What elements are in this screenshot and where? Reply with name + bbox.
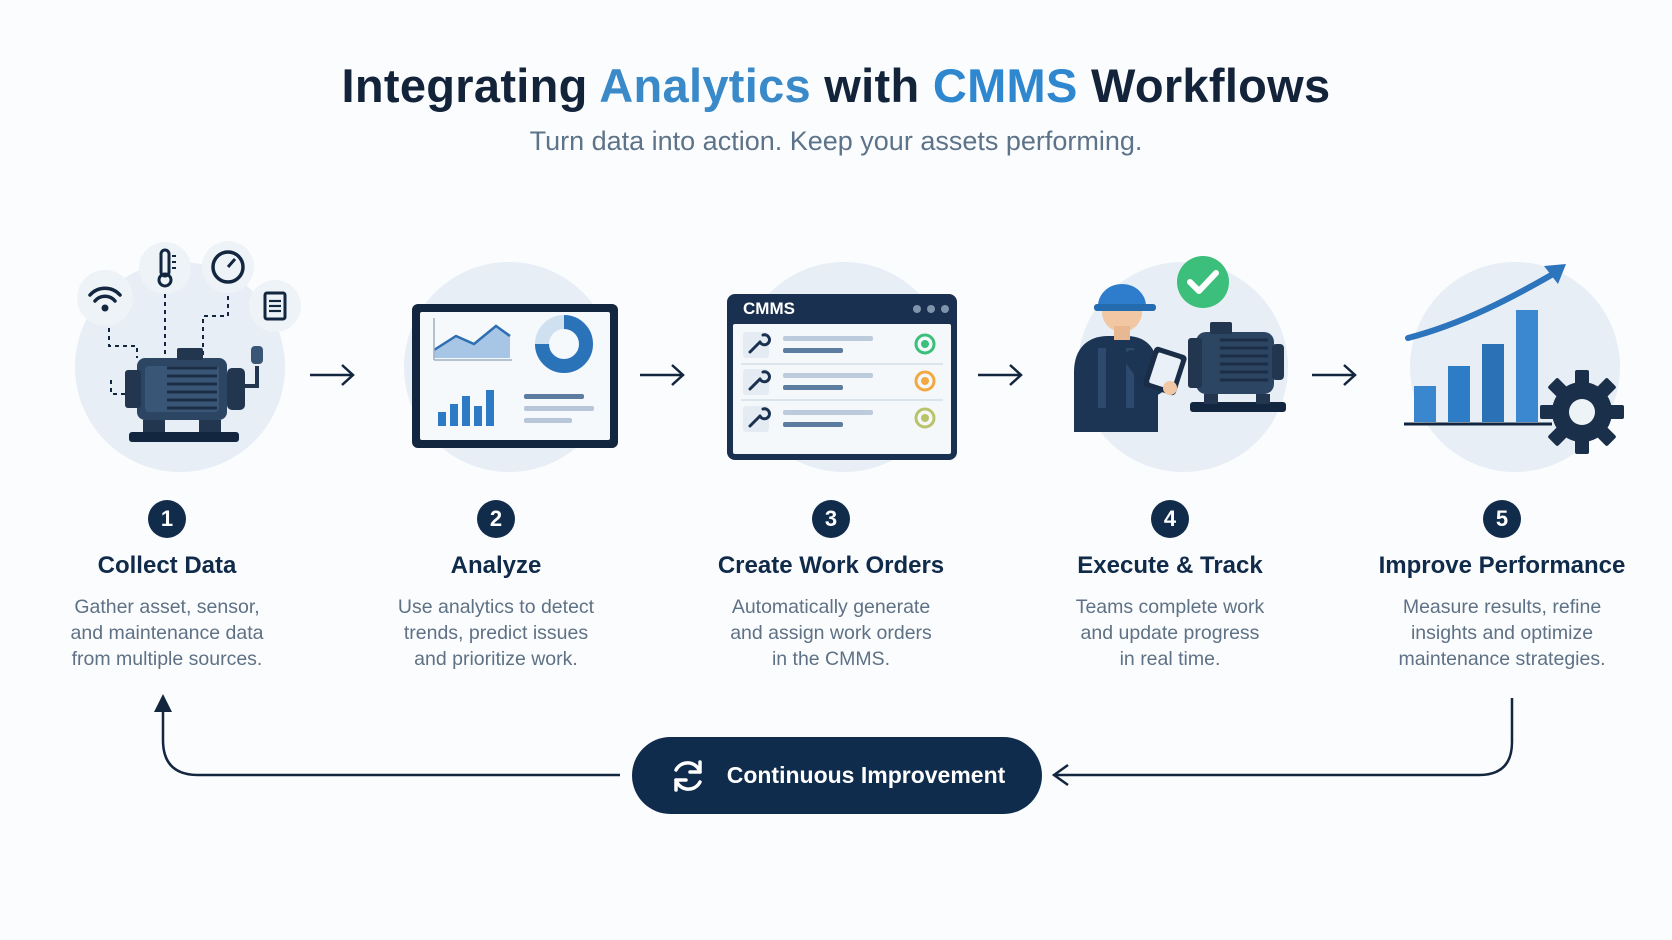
step-description: Teams complete work and update progress … <box>1020 594 1320 672</box>
step-description-line: trends, predict issues <box>403 622 589 644</box>
technician-with-tablet-icon <box>1074 256 1286 432</box>
step-3-illustration: CMMS <box>681 240 981 480</box>
title-highlight-analytics: Analytics <box>599 59 811 112</box>
step-4-illustration <box>1020 240 1320 480</box>
title-part-5: Workflows <box>1077 59 1331 112</box>
step-analyze: 2 Analyze Use analytics to detect trends… <box>336 240 656 672</box>
step-description-line: in the CMMS. <box>771 648 891 670</box>
step-execute-and-track: 4 Execute & Track Teams complete work an… <box>1010 240 1330 672</box>
cmms-window-icon <box>727 294 957 460</box>
step-description: Measure results, refine insights and opt… <box>1352 594 1652 672</box>
title-highlight-cmms: CMMS <box>932 59 1078 112</box>
step-number-badge: 2 <box>477 500 515 538</box>
step-description-line: Teams complete work <box>1075 596 1265 618</box>
page-subtitle: Turn data into action. Keep your assets … <box>529 126 1143 156</box>
cmms-window-label: CMMS <box>743 299 795 318</box>
step-create-work-orders: CMMS 3 Create Work Orders Automatically … <box>671 240 991 672</box>
step-description-line: maintenance strategies. <box>1398 648 1606 670</box>
step-title: Create Work Orders <box>717 552 945 579</box>
step-1-illustration <box>17 240 317 480</box>
continuous-improvement-pill: Continuous Improvement <box>632 737 1042 814</box>
step-description-line: Gather asset, sensor, <box>74 596 260 618</box>
title-part-1: Integrating <box>341 59 600 112</box>
flow-arrow-icon <box>978 364 1023 386</box>
step-number-badge: 1 <box>148 500 186 538</box>
flow-arrow-icon <box>310 364 355 386</box>
step-2-illustration <box>346 240 646 480</box>
continuous-improvement-label: Continuous Improvement <box>726 762 1006 788</box>
step-description: Use analytics to detect trends, predict … <box>346 594 646 672</box>
page-title: Integrating Analytics with CMMS Workflow… <box>0 58 1672 113</box>
step-improve-performance: 5 Improve Performance Measure results, r… <box>1342 240 1662 672</box>
step-description-line: and update progress <box>1080 622 1260 644</box>
motor-with-sensors-icon <box>77 241 301 442</box>
step-description-line: insights and optimize <box>1410 622 1594 644</box>
flow-arrow-icon <box>640 364 685 386</box>
step-description: Gather asset, sensor, and maintenance da… <box>17 594 317 672</box>
step-title: Execute & Track <box>1077 552 1263 579</box>
step-description-line: and prioritize work. <box>414 648 578 670</box>
step-collect-data: 1 Collect Data Gather asset, sensor, and… <box>7 240 327 672</box>
step-number-badge: 5 <box>1483 500 1521 538</box>
step-description-line: and maintenance data <box>70 622 264 644</box>
step-number-badge: 4 <box>1151 500 1189 538</box>
step-5-illustration <box>1352 240 1652 480</box>
step-description-line: Measure results, refine <box>1402 596 1602 618</box>
step-title: Improve Performance <box>1378 552 1626 579</box>
step-title: Collect Data <box>97 552 237 579</box>
step-description-line: Automatically generate <box>731 596 931 618</box>
step-number-badge: 3 <box>812 500 850 538</box>
step-title: Analyze <box>450 552 542 579</box>
title-part-3: with <box>810 59 933 112</box>
step-description-line: Use analytics to detect <box>397 596 595 618</box>
step-description: Automatically generate and assign work o… <box>681 594 981 672</box>
step-description-line: from multiple sources. <box>71 648 263 670</box>
refresh-icon <box>673 759 702 792</box>
flow-arrow-icon <box>1312 364 1357 386</box>
step-description-line: and assign work orders <box>730 622 932 644</box>
growth-chart-gear-icon <box>1404 264 1624 454</box>
step-description-line: in real time. <box>1119 648 1221 670</box>
analytics-dashboard-icon <box>412 304 618 448</box>
